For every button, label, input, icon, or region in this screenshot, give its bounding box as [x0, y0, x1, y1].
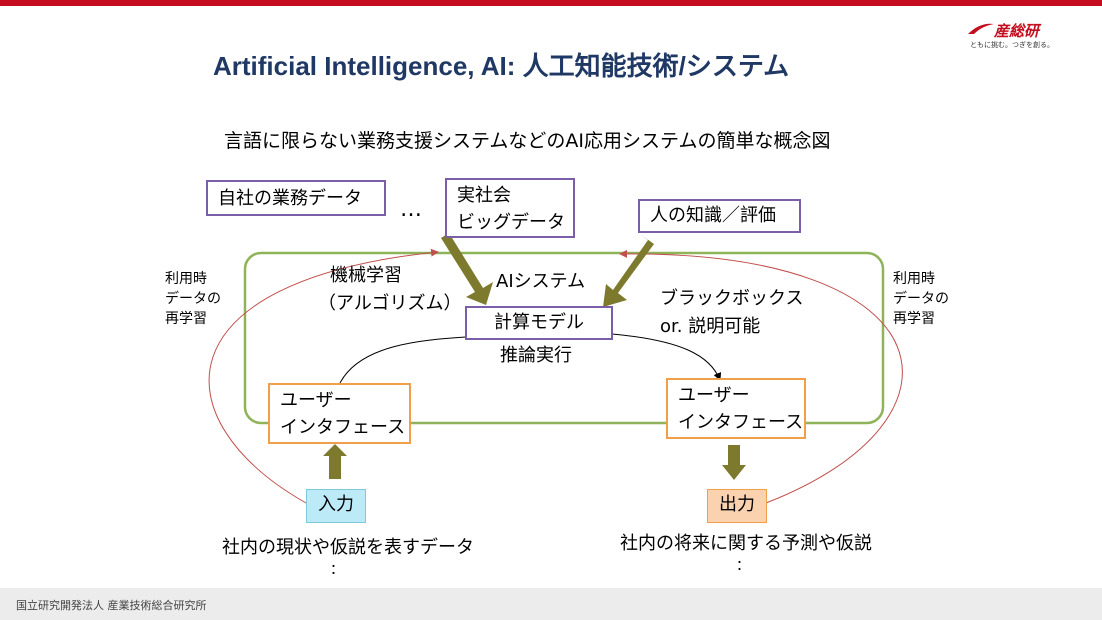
relearn-left-label: 利用時 データの 再学習	[165, 269, 221, 329]
ui-right-line1: ユーザー	[678, 385, 750, 406]
input-label: 入力	[318, 494, 354, 515]
relearn-left-line2: データの	[165, 291, 221, 307]
top-accent-bar	[0, 0, 1102, 6]
input-box: 入力	[306, 489, 366, 523]
ml-label: 機械学習 （アルゴリズム）	[318, 262, 461, 318]
human-knowledge-label: 人の知識／評価	[650, 205, 776, 226]
relearn-right-line3: 再学習	[893, 311, 935, 327]
relearn-left-curve	[208, 248, 439, 504]
human-knowledge-box: 人の知識／評価	[638, 199, 801, 233]
output-down-arrow	[722, 445, 746, 480]
output-box: 出力	[707, 489, 767, 523]
real-society-label: 実社会	[457, 185, 511, 206]
relearn-left-line3: 再学習	[165, 311, 207, 327]
ui-left-line2: インタフェース	[280, 417, 406, 438]
model-to-ui-curve	[611, 333, 722, 381]
computation-model-label: 計算モデル	[494, 312, 584, 333]
relearn-right-label: 利用時 データの 再学習	[893, 269, 949, 329]
aist-logo: 産総研 ともに挑む。つぎを創る。	[966, 20, 1088, 54]
input-description: 社内の現状や仮説を表すデータ	[222, 537, 474, 558]
footer-bar: 国立研究開発法人 産業技術総合研究所	[0, 588, 1102, 620]
output-continuation: ：	[736, 558, 750, 574]
ml-line2: （アルゴリズム）	[318, 293, 462, 314]
ai-system-label: AIシステム	[496, 271, 586, 292]
input-up-arrow	[323, 444, 347, 479]
ui-to-model-curve	[339, 336, 467, 384]
computation-model-box: 計算モデル	[465, 306, 613, 340]
relearn-right-line2: データの	[893, 291, 949, 307]
input-continuation: ：	[330, 562, 344, 578]
user-interface-right-box: ユーザー インタフェース	[666, 378, 806, 439]
company-data-label: 自社の業務データ	[218, 188, 362, 209]
relearn-right-curve	[619, 249, 903, 504]
relearn-left-line1: 利用時	[165, 271, 207, 287]
blackbox-line1: ブラックボックス	[660, 288, 804, 309]
blackbox-label: ブラックボックス or. 説明可能	[660, 285, 803, 341]
page-title: Artificial Intelligence, AI: 人工知能技術/システム	[213, 51, 790, 81]
inference-label: 推論実行	[500, 345, 572, 366]
footer-org-name: 国立研究開発法人 産業技術総合研究所	[16, 599, 207, 612]
logo-tagline: ともに挑む。つぎを創る。	[970, 41, 1054, 49]
company-data-box: 自社の業務データ	[206, 180, 386, 216]
diagram-subtitle: 言語に限らない業務支援システムなどのAI応用システムの簡単な概念図	[224, 130, 831, 152]
knowledge-arrow	[603, 234, 654, 307]
ui-left-line1: ユーザー	[280, 390, 352, 411]
ai-system-loop	[243, 251, 885, 425]
bigdata-label: ビッグデータ	[457, 212, 565, 233]
user-interface-left-box: ユーザー インタフェース	[268, 383, 411, 444]
bigdata-arrow	[433, 233, 493, 305]
relearn-right-line1: 利用時	[893, 271, 935, 287]
ellipsis: …	[400, 197, 422, 222]
output-description: 社内の将来に関する予測や仮説	[620, 533, 872, 554]
logo-swoosh-icon	[968, 23, 994, 34]
ui-right-line2: インタフェース	[678, 412, 804, 433]
real-society-bigdata-box: 実社会 ビッグデータ	[445, 178, 575, 238]
ml-line1: 機械学習	[330, 265, 402, 286]
logo-name: 産総研	[994, 22, 1040, 40]
output-label: 出力	[719, 494, 755, 515]
blackbox-line2: or. 説明可能	[660, 316, 761, 337]
